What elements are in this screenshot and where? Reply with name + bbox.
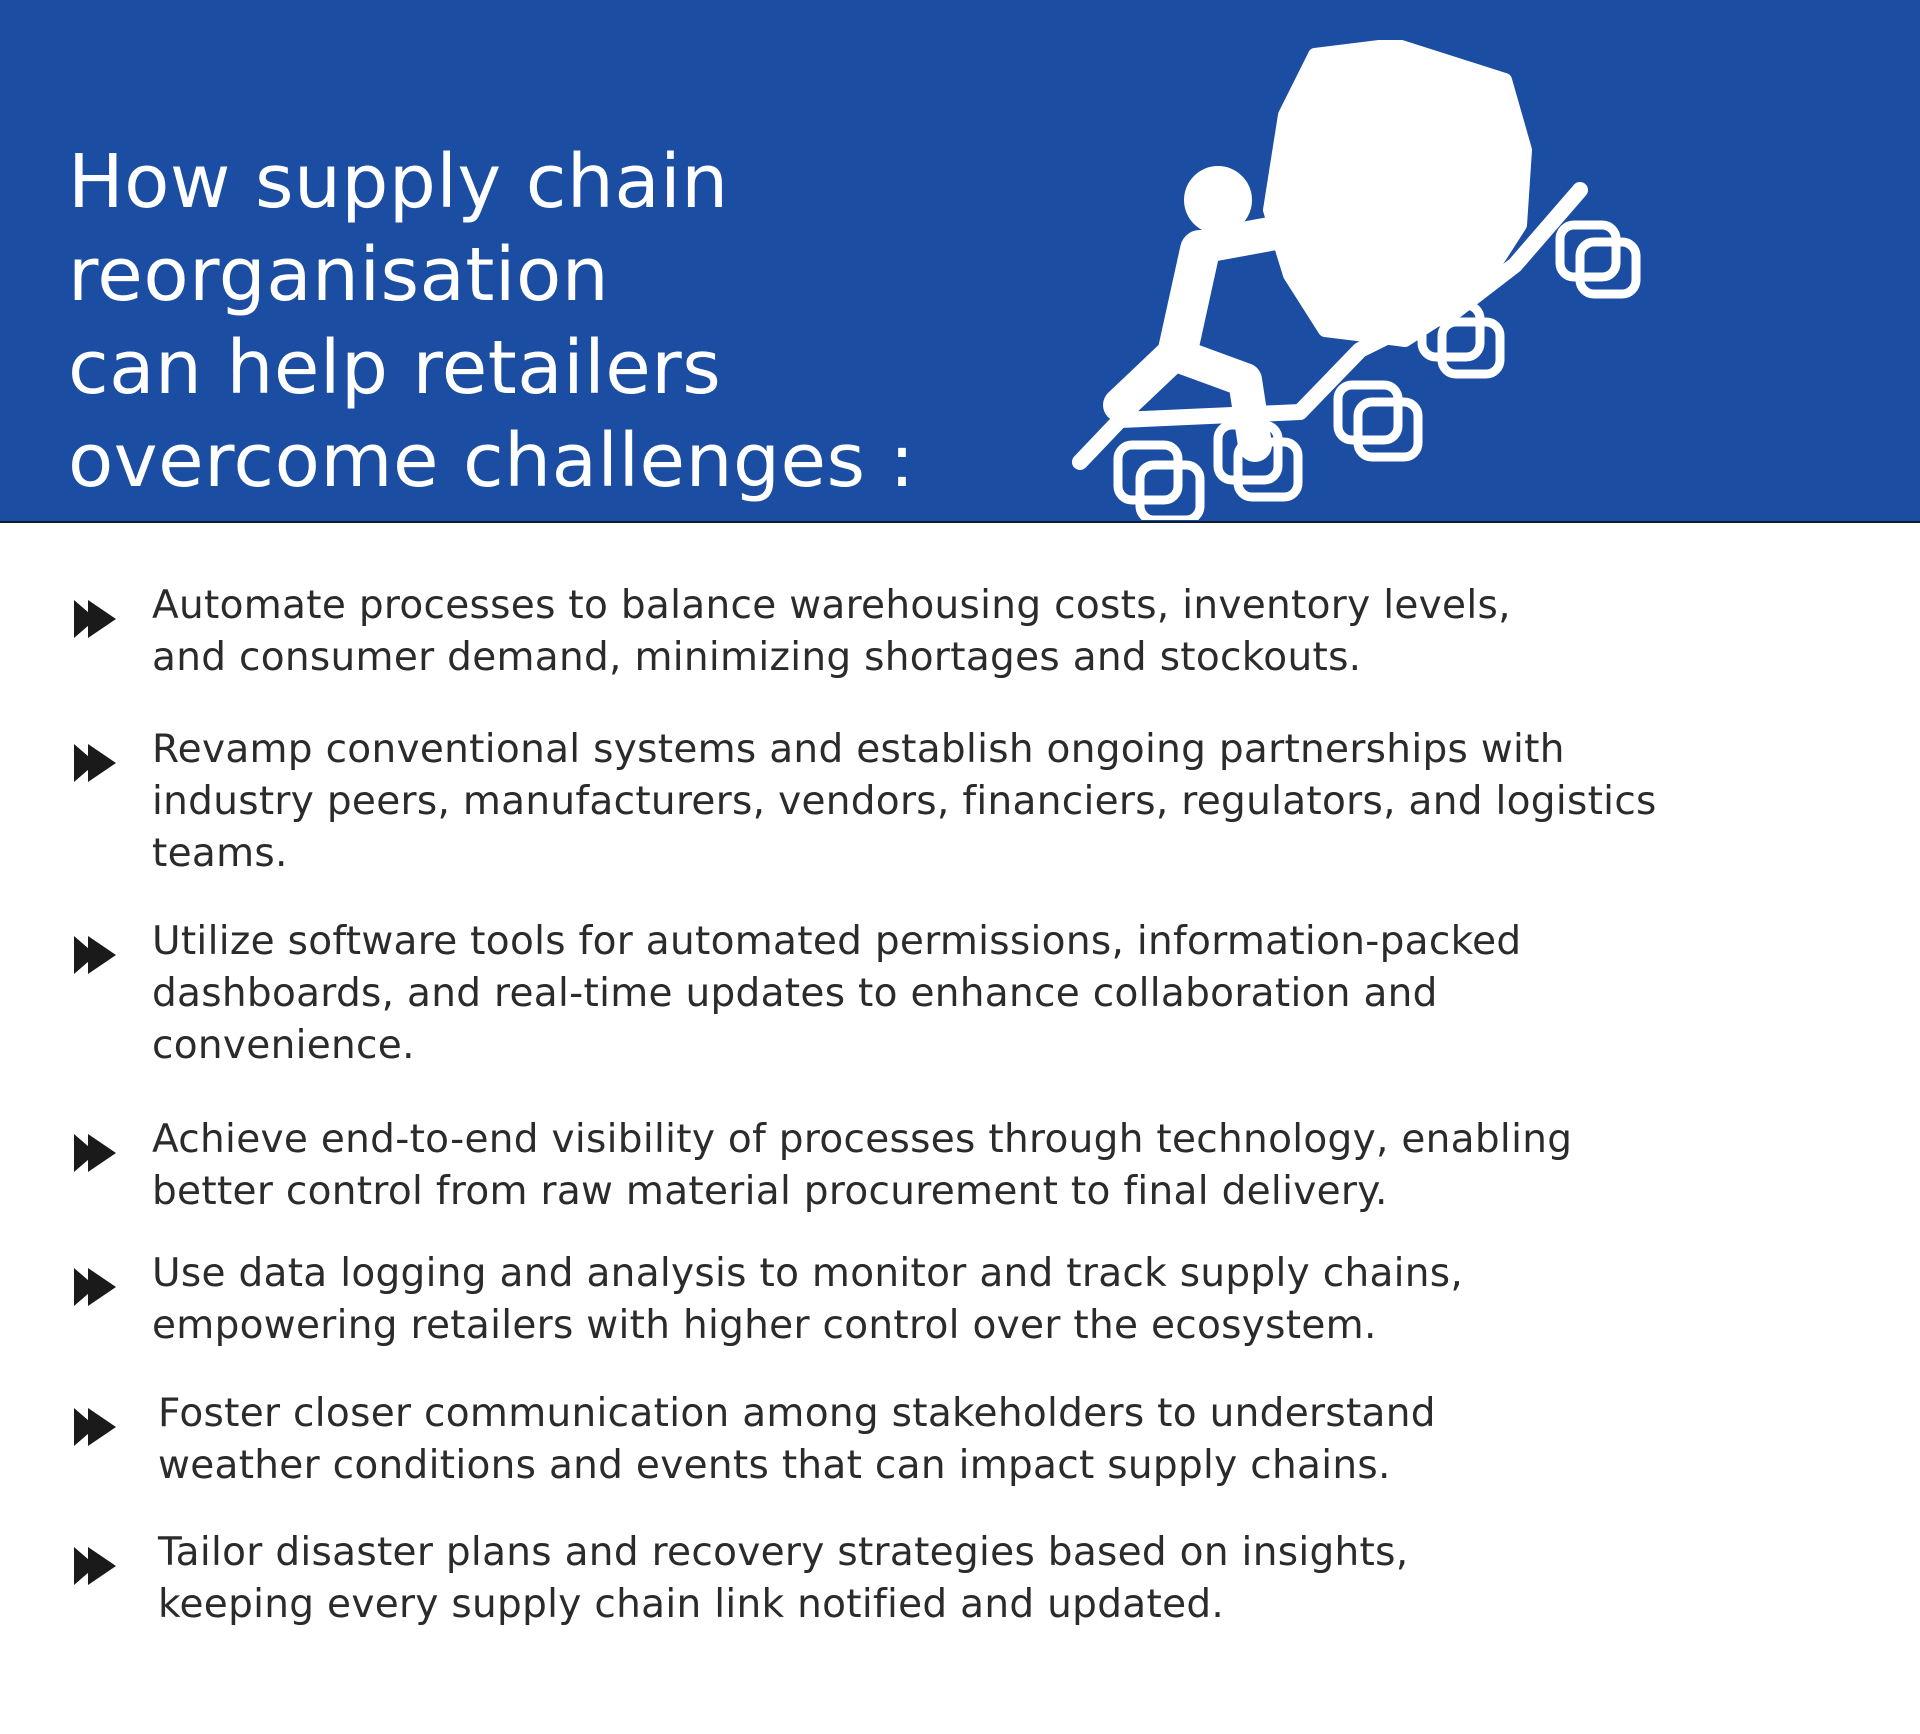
bullet-text: Achieve end-to-end visibility of process… (152, 1114, 1902, 1218)
bullet-text-line: better control from raw material procure… (152, 1169, 1388, 1214)
bullet-text-line: Automate processes to balance warehousin… (152, 583, 1511, 628)
bullet-text-line: Achieve end-to-end visibility of process… (152, 1117, 1573, 1162)
double-play-arrow-icon (72, 740, 118, 786)
double-play-arrow-icon (72, 932, 118, 978)
person-pushing-boulder-uphill-icon (1072, 40, 1641, 520)
title-line: How supply chain (68, 138, 729, 225)
bullet-text: Use data logging and analysis to monitor… (152, 1248, 1902, 1352)
bullet-text: Tailor disaster plans and recovery strat… (158, 1527, 1908, 1631)
double-play-arrow-icon (72, 596, 118, 642)
title-line: reorganisation (68, 231, 610, 318)
bullet-text-line: Use data logging and analysis to monitor… (152, 1251, 1464, 1296)
bullet-text-line: convenience. (152, 1023, 415, 1068)
double-play-arrow-icon (72, 1130, 118, 1176)
bullet-text-line: Foster closer communication among stakeh… (158, 1391, 1436, 1436)
bullet-text: Foster closer communication among stakeh… (158, 1388, 1908, 1492)
bullet-text: Utilize software tools for automated per… (152, 916, 1902, 1072)
title-line: can help retailers (68, 324, 722, 411)
header-banner: How supply chain reorganisation can help… (0, 0, 1920, 521)
bullet-text-line: Revamp conventional systems and establis… (152, 727, 1565, 772)
double-play-arrow-icon (72, 1264, 118, 1310)
header-divider (0, 521, 1920, 523)
bullet-text: Automate processes to balance warehousin… (152, 580, 1902, 684)
bullet-text: Revamp conventional systems and establis… (152, 724, 1902, 880)
title-line: overcome challenges : (68, 417, 915, 504)
bullet-text-line: Tailor disaster plans and recovery strat… (158, 1530, 1409, 1575)
bullet-text-line: keeping every supply chain link notified… (158, 1582, 1225, 1627)
bullet-text-line: teams. (152, 831, 288, 876)
bullet-text-line: and consumer demand, minimizing shortage… (152, 635, 1362, 680)
bullet-text-line: Utilize software tools for automated per… (152, 919, 1522, 964)
bullet-text-line: industry peers, manufacturers, vendors, … (152, 779, 1657, 824)
double-play-arrow-icon (72, 1543, 118, 1589)
double-play-arrow-icon (72, 1404, 118, 1450)
bullet-text-line: weather conditions and events that can i… (158, 1443, 1391, 1488)
bullet-text-line: dashboards, and real-time updates to enh… (152, 971, 1438, 1016)
bullet-text-line: empowering retailers with higher control… (152, 1303, 1377, 1348)
page-title: How supply chain reorganisation can help… (68, 136, 1028, 508)
